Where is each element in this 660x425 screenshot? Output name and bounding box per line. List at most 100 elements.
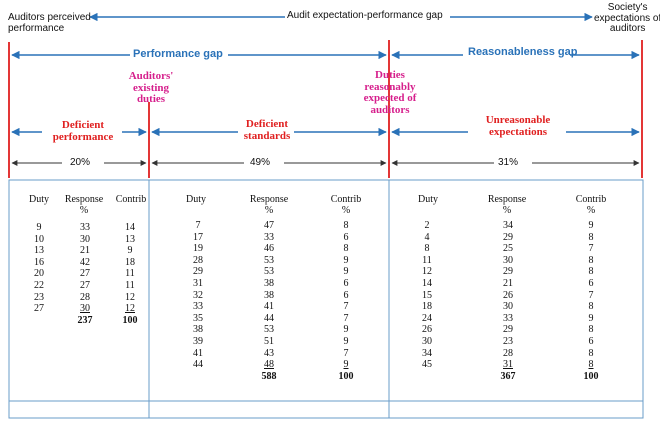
cell: 9	[36, 222, 42, 233]
cell: 12	[125, 291, 135, 303]
cell: 7	[588, 289, 594, 301]
cell: 7	[343, 301, 349, 313]
contrib-header: Contrib %	[575, 194, 607, 216]
cell: 8	[588, 231, 594, 243]
cell: 42	[80, 256, 90, 268]
cell: 9	[343, 359, 349, 371]
cell: 20	[34, 268, 44, 280]
reasonable-duties-label: Duties reasonably expected of auditors	[363, 69, 417, 116]
total-contrib: 100	[338, 370, 354, 382]
cell: 12	[125, 303, 135, 315]
cell: 9	[588, 220, 594, 231]
total-contrib: 100	[583, 370, 599, 382]
contrib-column: 14 13 9 18 11 11 12 12 100	[117, 222, 143, 326]
cell: 33	[80, 222, 90, 233]
cell: 7	[195, 220, 201, 231]
cell: 26	[422, 324, 432, 336]
cell: 7	[588, 243, 594, 255]
cell: 17	[193, 231, 203, 243]
cell: 46	[264, 243, 274, 255]
response-column: 34 29 25 30 29 21 26 30 33 29 23 28 31 3…	[495, 220, 521, 382]
cell: 34	[422, 347, 432, 359]
cell: 8	[343, 243, 349, 255]
reasonableness-gap-label: Reasonableness gap	[468, 46, 578, 58]
cell: 13	[125, 233, 135, 245]
cell: 53	[264, 324, 274, 336]
duty-column: 9 10 13 16 20 22 23 27	[26, 222, 52, 315]
cell: 8	[588, 324, 594, 336]
cell: 29	[193, 266, 203, 278]
cell: 11	[125, 268, 135, 280]
cell: 14	[125, 222, 135, 233]
cell: 9	[343, 335, 349, 347]
cell: 16	[34, 256, 44, 268]
cell: 10	[34, 233, 44, 245]
duty-header: Duty	[418, 194, 438, 205]
cell: 29	[503, 231, 513, 243]
cell: 29	[503, 324, 513, 336]
cell: 11	[422, 254, 432, 266]
total-response: 367	[500, 370, 516, 382]
cell: 9	[127, 245, 133, 257]
cell: 35	[193, 312, 203, 324]
expectation-gap-label: Audit expectation-performance gap	[287, 10, 443, 21]
cell: 38	[264, 277, 274, 289]
cell: 14	[422, 277, 432, 289]
cell: 22	[34, 279, 44, 291]
cell: 23	[503, 335, 513, 347]
cell: 2	[424, 220, 430, 231]
cell: 9	[343, 254, 349, 266]
cell: 29	[503, 266, 513, 278]
contrib-column: 9 8 7 8 8 6 7 8 9 8 6 8 8 100	[578, 220, 604, 382]
cell: 43	[264, 347, 274, 359]
cell: 9	[343, 266, 349, 278]
cell: 31	[193, 277, 203, 289]
cell: 13	[34, 245, 44, 257]
cell: 15	[422, 289, 432, 301]
cell: 27	[80, 268, 90, 280]
deficient-standards-label: Deficient standards	[243, 118, 291, 142]
cell: 44	[264, 312, 274, 324]
cell: 25	[503, 243, 513, 255]
cell: 8	[588, 266, 594, 278]
cell: 21	[503, 277, 513, 289]
cell: 53	[264, 254, 274, 266]
duty-header: Duty	[29, 194, 49, 205]
cell: 26	[503, 289, 513, 301]
cell: 30	[80, 233, 90, 245]
response-header: Response %	[249, 194, 289, 216]
cell: 33	[193, 301, 203, 313]
contrib-header: Contrib %	[330, 194, 362, 216]
duty-column: 2 4 8 11 12 14 15 18 24 26 30 34 45	[414, 220, 440, 371]
table-frame	[8, 179, 644, 419]
cell: 48	[264, 359, 274, 371]
cell: 6	[588, 277, 594, 289]
cell: 53	[264, 266, 274, 278]
total-response: 237	[77, 314, 93, 326]
cell: 41	[193, 347, 203, 359]
cell: 21	[80, 245, 90, 257]
cell: 28	[80, 291, 90, 303]
cell: 6	[343, 231, 349, 243]
cell: 24	[422, 312, 432, 324]
cell: 30	[503, 254, 513, 266]
cell: 6	[343, 289, 349, 301]
response-column: 47 33 46 53 53 38 38 41 44 53 51 43 48 5…	[256, 220, 282, 382]
performance-gap-label: Performance gap	[133, 48, 223, 60]
cell: 34	[503, 220, 513, 231]
deficient-standards-pct: 49%	[250, 157, 271, 168]
duty-column: 7 17 19 28 29 31 32 33 35 38 39 41 44	[185, 220, 211, 371]
cell: 30	[80, 303, 90, 315]
response-column: 33 30 21 42 27 27 28 30 237	[72, 222, 98, 326]
cell: 19	[193, 243, 203, 255]
cell: 7	[343, 312, 349, 324]
cell: 33	[264, 231, 274, 243]
cell: 8	[343, 220, 349, 231]
cell: 6	[588, 335, 594, 347]
cell: 38	[193, 324, 203, 336]
society-expectations-label: Society's expectations of auditors	[594, 2, 660, 34]
unreasonable-pct: 31%	[498, 157, 519, 168]
cell: 7	[343, 347, 349, 359]
total-contrib: 100	[122, 314, 138, 326]
